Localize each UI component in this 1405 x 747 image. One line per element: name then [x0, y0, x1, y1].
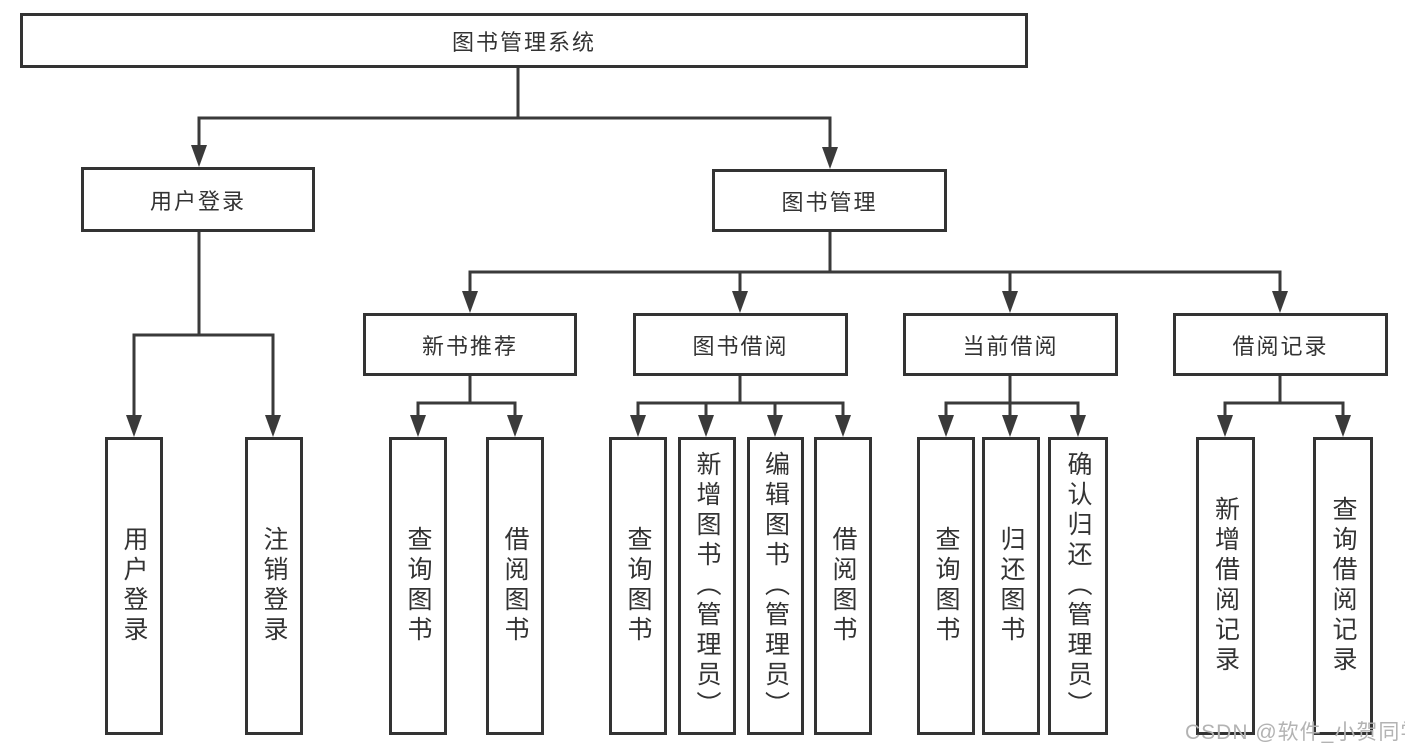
node-borrow-books-1: 借阅图书 [486, 437, 544, 735]
node-book-borrow: 图书借阅 [633, 313, 848, 376]
node-library-management-system: 图书管理系统 [20, 13, 1028, 68]
node-query-books-1: 查询图书 [389, 437, 447, 735]
node-edit-books-admin: 编辑图书（管理员） [747, 437, 804, 735]
node-add-books-admin: 新增图书（管理员） [678, 437, 736, 735]
node-current-borrow: 当前借阅 [903, 313, 1118, 376]
node-query-books-3: 查询图书 [917, 437, 975, 735]
node-borrow-records: 借阅记录 [1173, 313, 1388, 376]
node-logout: 注销登录 [245, 437, 303, 735]
node-user-login-leaf: 用户登录 [105, 437, 163, 735]
node-query-borrow-record: 查询借阅记录 [1313, 437, 1373, 735]
node-add-borrow-record: 新增借阅记录 [1196, 437, 1255, 735]
node-new-book-recommend: 新书推荐 [363, 313, 577, 376]
node-return-books: 归还图书 [982, 437, 1040, 735]
node-confirm-return-admin: 确认归还（管理员） [1048, 437, 1108, 735]
node-book-management: 图书管理 [712, 169, 947, 232]
node-borrow-books-2: 借阅图书 [814, 437, 872, 735]
node-query-books-2: 查询图书 [609, 437, 667, 735]
node-user-login: 用户登录 [81, 167, 315, 232]
watermark-text: CSDN @软件_小贺同学 [1185, 721, 1405, 744]
